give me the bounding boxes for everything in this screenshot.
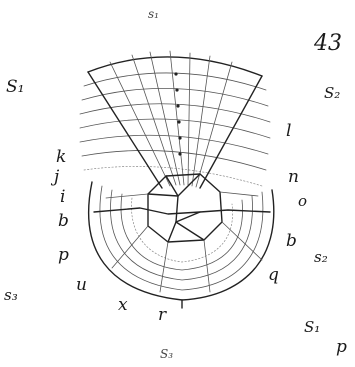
label-b-right: b — [286, 231, 297, 251]
label-s2-right: s₂ — [314, 248, 328, 266]
label-q: q — [268, 265, 279, 285]
label-i: i — [60, 187, 65, 207]
label-r: r — [158, 305, 167, 325]
label-u: u — [76, 275, 87, 295]
label-l: l — [286, 121, 291, 141]
label-s3-left: s₃ — [4, 286, 18, 304]
label-s1-top: s₁ — [148, 7, 159, 21]
embryo-body-cells — [89, 174, 274, 308]
label-S2-right: S₂ — [324, 84, 340, 102]
label-p-corner: p — [336, 337, 347, 357]
label-o: o — [298, 192, 307, 210]
label-S1-left: S₁ — [6, 77, 24, 97]
upper-fan-cells — [80, 51, 270, 188]
label-n: n — [288, 167, 299, 187]
label-b-left: b — [58, 211, 69, 231]
label-j: j — [50, 167, 60, 187]
label-p-left: p — [58, 245, 69, 265]
label-S1-lower-right: S₁ — [304, 318, 320, 336]
label-k: k — [56, 147, 66, 167]
figure-number: 43 — [313, 31, 342, 56]
label-x: x — [118, 295, 128, 315]
label-S3-bottom: S₃ — [160, 347, 173, 361]
